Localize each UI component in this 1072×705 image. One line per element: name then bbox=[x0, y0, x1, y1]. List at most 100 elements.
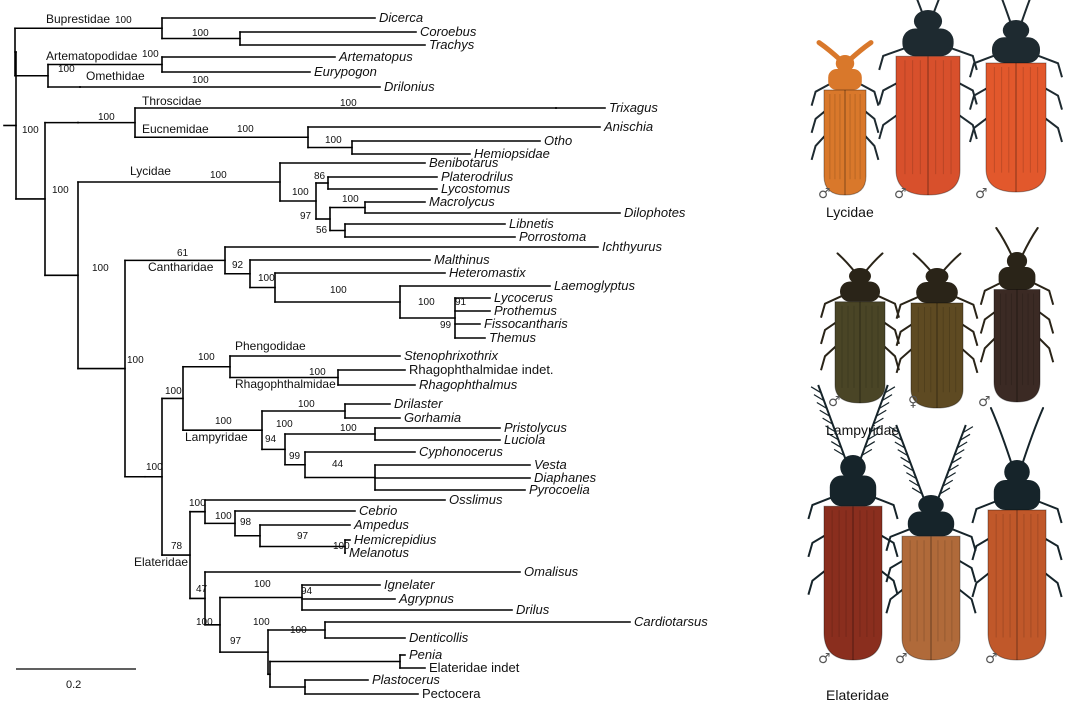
support-value: 99 bbox=[289, 451, 301, 462]
family-label-cantharidae: Cantharidae bbox=[148, 260, 214, 274]
support-value: 100 bbox=[276, 419, 293, 430]
beetle-pronotum bbox=[992, 37, 1040, 63]
support-value: 100 bbox=[330, 285, 347, 296]
support-value: 100 bbox=[196, 617, 213, 628]
support-value: 97 bbox=[230, 636, 242, 647]
support-value: 92 bbox=[232, 260, 244, 271]
taxon-label-cardiotarsus: Cardiotarsus bbox=[634, 614, 708, 629]
taxon-label-rhagophthalmus: Rhagophthalmus bbox=[419, 377, 518, 392]
specimen-beetle bbox=[981, 228, 1053, 402]
taxon-label-plastocerus: Plastocerus bbox=[372, 672, 440, 687]
sex-symbol: ♂ bbox=[985, 651, 998, 667]
beetle-antenna bbox=[1021, 408, 1043, 468]
support-value: 100 bbox=[325, 135, 342, 146]
taxon-label-macrolycus: Macrolycus bbox=[429, 194, 495, 209]
support-value: 44 bbox=[332, 459, 344, 470]
support-value: 94 bbox=[301, 586, 313, 597]
beetle-pronotum bbox=[828, 69, 862, 90]
sex-symbol: ♂ bbox=[975, 186, 988, 202]
support-value: 100 bbox=[142, 49, 159, 60]
beetle-antenna bbox=[849, 43, 871, 61]
taxon-label-drilonius: Drilonius bbox=[384, 79, 435, 94]
support-value: 100 bbox=[98, 112, 115, 123]
support-value: 100 bbox=[333, 541, 350, 552]
taxon-label-drilus: Drilus bbox=[516, 602, 550, 617]
beetle-pronotum bbox=[830, 476, 876, 507]
specimen-beetle bbox=[972, 408, 1061, 660]
support-value: 100 bbox=[198, 352, 215, 363]
support-value: 100 bbox=[215, 511, 232, 522]
beetle-antenna bbox=[991, 408, 1013, 468]
beetle-antenna bbox=[996, 228, 1013, 258]
taxon-label-stenophrixothrix: Stenophrixothrix bbox=[404, 348, 498, 363]
taxon-label-themus: Themus bbox=[489, 330, 536, 345]
specimen-beetle bbox=[812, 43, 879, 195]
specimen-photo-panels: ♂♂♂Lycidae♂♀♂Lampyridae♂♂♂Elateridae bbox=[808, 0, 1062, 703]
support-value: 100 bbox=[258, 273, 275, 284]
sex-symbol: ♂ bbox=[978, 394, 991, 410]
family-label-eucnemidae: Eucnemidae bbox=[142, 122, 209, 136]
taxon-label-laemoglyptus: Laemoglyptus bbox=[554, 278, 635, 293]
taxon-label-elateridae_indet: Elateridae indet bbox=[429, 660, 520, 675]
specimen-beetle bbox=[897, 254, 978, 408]
support-value: 100 bbox=[52, 185, 69, 196]
specimen-beetle bbox=[879, 0, 977, 195]
taxon-label-porrostoma: Porrostoma bbox=[519, 229, 586, 244]
support-value: 100 bbox=[298, 399, 315, 410]
taxon-label-melanotus: Melanotus bbox=[349, 545, 409, 560]
support-value: 97 bbox=[297, 531, 309, 542]
support-value: 100 bbox=[342, 194, 359, 205]
family-label-artematopodidae: Artematopodidae bbox=[46, 49, 138, 63]
support-value: 100 bbox=[58, 64, 75, 75]
taxon-label-ampedus: Ampedus bbox=[353, 517, 409, 532]
family-label-lampyridae: Lampyridae bbox=[185, 430, 248, 444]
support-value: 56 bbox=[316, 225, 328, 236]
support-value: 100 bbox=[290, 625, 307, 636]
support-value: 100 bbox=[418, 297, 435, 308]
support-value: 99 bbox=[440, 320, 452, 331]
support-value: 100 bbox=[253, 617, 270, 628]
beetle-pronotum bbox=[840, 282, 880, 302]
beetle-pronotum bbox=[994, 480, 1040, 510]
support-value: 100 bbox=[189, 498, 206, 509]
support-value: 100 bbox=[237, 124, 254, 135]
taxon-label-artematopus: Artematopus bbox=[338, 49, 413, 64]
support-value: 100 bbox=[92, 263, 109, 274]
support-value: 100 bbox=[340, 423, 357, 434]
taxon-label-heteromastix: Heteromastix bbox=[449, 265, 526, 280]
beetle-pronotum bbox=[902, 29, 953, 57]
family-label-lycidae: Lycidae bbox=[130, 164, 171, 178]
support-value: 100 bbox=[215, 416, 232, 427]
sex-symbol: ♂ bbox=[818, 186, 831, 202]
support-value: 100 bbox=[340, 98, 357, 109]
taxon-label-pectocera: Pectocera bbox=[422, 686, 481, 701]
sex-symbol: ♂ bbox=[818, 651, 831, 667]
sex-symbol: ♂ bbox=[828, 394, 841, 410]
support-value: 100 bbox=[309, 367, 326, 378]
support-value: 47 bbox=[196, 584, 208, 595]
support-value: 98 bbox=[240, 517, 252, 528]
scale-bar-label: 0.2 bbox=[66, 679, 81, 691]
specimen-beetle bbox=[886, 425, 975, 660]
sex-symbol: ♂ bbox=[894, 186, 907, 202]
beetle-antenna bbox=[819, 43, 841, 61]
taxon-label-cebrio: Cebrio bbox=[359, 503, 397, 518]
photo-panel-label-lycidae: Lycidae bbox=[826, 204, 874, 220]
taxon-label-fissocantharis: Fissocantharis bbox=[484, 316, 568, 331]
support-value: 100 bbox=[292, 187, 309, 198]
family-label-buprestidae: Buprestidae bbox=[46, 12, 110, 26]
taxon-label-ignelater: Ignelater bbox=[384, 577, 435, 592]
support-value: 86 bbox=[314, 171, 326, 182]
support-value: 100 bbox=[22, 125, 39, 136]
taxon-label-trachys: Trachys bbox=[429, 37, 475, 52]
support-value: 61 bbox=[177, 248, 189, 259]
support-value: 100 bbox=[146, 462, 163, 473]
sex-symbol: ♂ bbox=[895, 651, 908, 667]
taxon-label-rhagophthalmidae_indet: Rhagophthalmidae indet. bbox=[409, 362, 554, 377]
support-value: 100 bbox=[254, 579, 271, 590]
family-label-phengodidae: Phengodidae bbox=[235, 339, 306, 353]
family-labels: Buprestidae Artematopodidae Omethidae Th… bbox=[46, 12, 336, 569]
support-value: 100 bbox=[165, 386, 182, 397]
sex-symbol: ♀ bbox=[908, 394, 918, 410]
